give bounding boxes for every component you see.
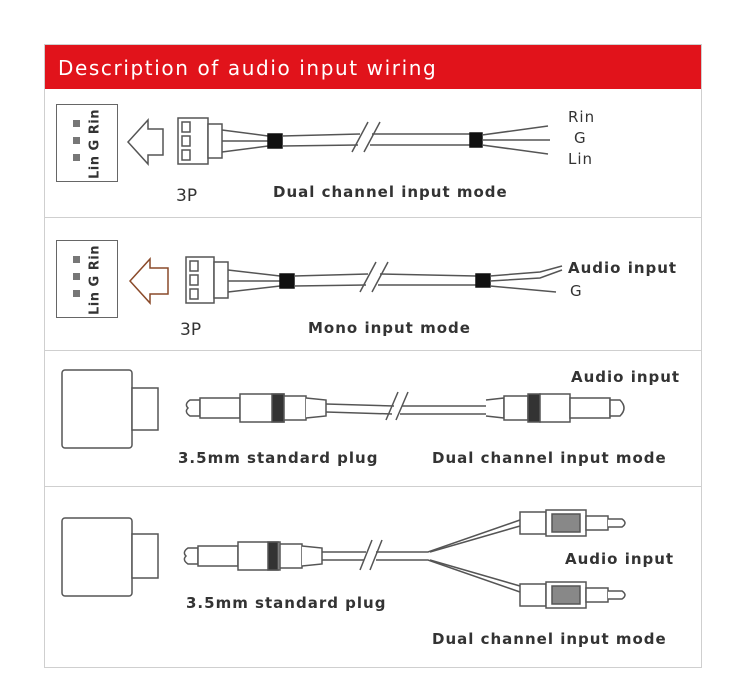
right-35mm-plug xyxy=(485,393,625,423)
rca-plug-top xyxy=(519,509,626,537)
mode-label-dual: Dual channel input mode xyxy=(432,449,667,467)
audio-input-label: Audio input xyxy=(571,368,681,386)
wire-label-g: G xyxy=(574,129,587,147)
plug-label-35mm: 3.5mm standard plug xyxy=(186,594,387,612)
header-title: Description of audio input wiring xyxy=(58,56,438,80)
break-mark xyxy=(359,261,389,293)
plug-label-3p: 3P xyxy=(180,320,202,340)
section-divider xyxy=(45,486,701,487)
board-connector-socket: Lin G Rin xyxy=(56,104,118,182)
device-socket xyxy=(61,369,159,449)
jst-3p-plug xyxy=(185,256,229,304)
plug-label-35mm: 3.5mm standard plug xyxy=(178,449,379,467)
wire-label-lin: Lin xyxy=(568,150,594,168)
mode-label-mono: Mono input mode xyxy=(308,319,471,337)
audio-input-label: Audio input xyxy=(565,550,675,568)
pin-dots xyxy=(73,256,81,307)
break-mark xyxy=(359,539,383,571)
left-arrow-icon xyxy=(128,257,169,305)
board-connector-socket: Lin G Rin xyxy=(56,240,118,318)
left-35mm-plug xyxy=(185,393,327,423)
device-socket xyxy=(61,517,159,597)
plug-label-3p: 3P xyxy=(176,186,198,206)
wire-label-audio-input: Audio input xyxy=(568,259,678,277)
left-arrow-icon xyxy=(126,118,164,166)
header-bar xyxy=(45,45,701,89)
jst-3p-plug xyxy=(177,117,223,165)
wire-label-rin: Rin xyxy=(568,108,596,126)
pin-dots xyxy=(73,120,81,171)
left-35mm-plug xyxy=(183,541,323,571)
break-mark xyxy=(351,121,381,153)
diagram-frame xyxy=(44,44,702,668)
wire-label-g: G xyxy=(570,282,583,300)
mode-label-dual: Dual channel input mode xyxy=(432,630,667,648)
section-divider xyxy=(45,350,701,351)
mode-label-dual: Dual channel input mode xyxy=(273,183,508,201)
section-divider xyxy=(45,217,701,218)
rca-plug-bottom xyxy=(519,581,626,609)
